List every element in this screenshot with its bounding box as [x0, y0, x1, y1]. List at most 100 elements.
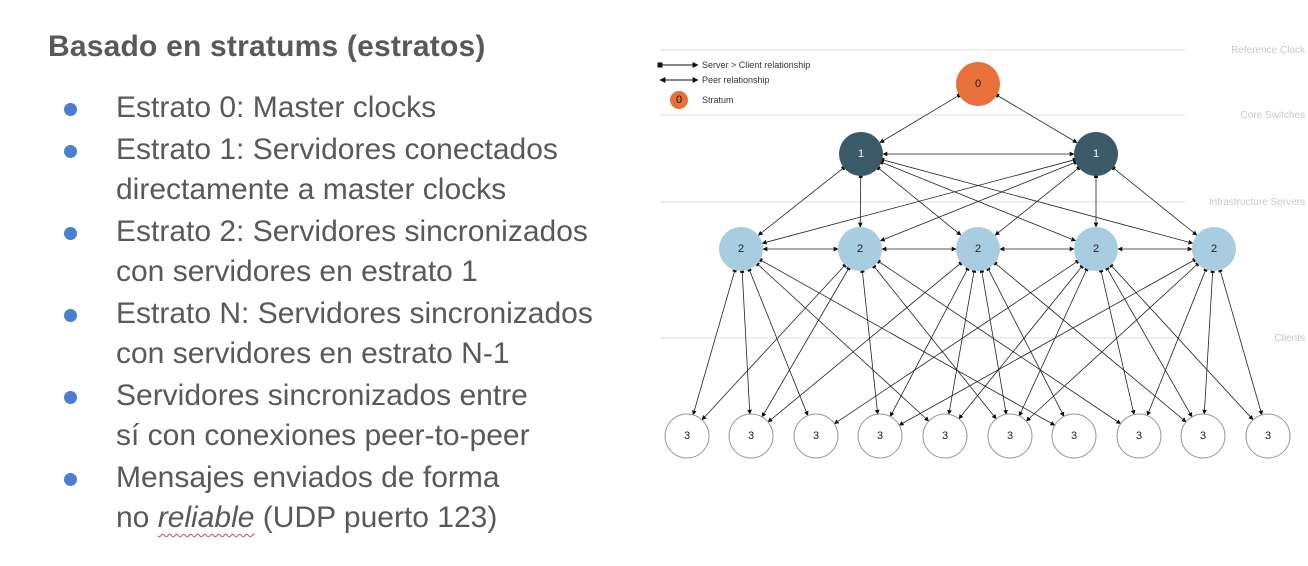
bullet-line: directamente a master clocks [116, 173, 507, 206]
bullet-item: Estrato 0: Master clocks [62, 88, 662, 129]
layer-label: Infrastructure Servers [1209, 197, 1305, 208]
bullet-dot-icon [64, 226, 77, 240]
stratum-0-node: 0 [956, 62, 1000, 106]
server-client-link [879, 92, 962, 144]
stratum-3-node: 3 [857, 413, 903, 459]
stratum-3-node: 3 [1245, 413, 1291, 459]
server-client-link [754, 261, 930, 422]
bullet-dot-icon [64, 144, 77, 158]
stratum-1-node-label: 1 [858, 148, 864, 160]
stratum-3-node-circle [728, 413, 774, 459]
slide-title: Basado en stratums (estratos) [48, 30, 486, 63]
bullet-text-suffix: (UDP puerto 123) [254, 501, 498, 534]
stratum-3-node-circle [664, 413, 710, 459]
server-client-link [761, 265, 852, 418]
server-client-link [757, 257, 1056, 426]
layer-label: Core Switches [1241, 110, 1305, 121]
bullet-item: Estrato N: Servidores sincronizados con … [62, 294, 662, 375]
stratum-2-node-label: 2 [738, 243, 744, 255]
bullet-item: Estrato 2: Servidores sincronizados con … [62, 212, 662, 293]
stratum-2-node-label: 2 [857, 243, 863, 255]
server-client-link [875, 258, 1122, 425]
stratum-3-node-label: 3 [1265, 430, 1271, 442]
stratum-3-node: 3 [664, 413, 710, 459]
server-client-link [994, 92, 1078, 144]
stratum-3-node-label: 3 [1007, 430, 1013, 442]
stratum-3-node: 3 [1180, 413, 1226, 459]
layer-label: Clients [1274, 333, 1305, 344]
server-client-link [994, 164, 1082, 236]
bullet-line: no reliable (UDP puerto 123) [116, 498, 662, 539]
legend-server-client-label: Server > Client relationship [702, 60, 810, 70]
stratum-3-node: 3 [987, 413, 1033, 459]
stratum-3-node-circle [1245, 413, 1291, 459]
bullet-item: Servidores sincronizados entre sí con co… [62, 376, 662, 457]
legend-stratum-label: Stratum [702, 95, 734, 105]
stratum-3-node-circle [987, 413, 1033, 459]
stratum-1-node: 1 [1074, 132, 1118, 176]
stratum-1-node-circle [839, 132, 883, 176]
bullet-text-emphasis: reliable [157, 501, 255, 534]
stratum-2-node: 2 [956, 227, 1000, 271]
stratum-2-node-circle [719, 227, 763, 271]
stratum-3-node-circle [1116, 413, 1162, 459]
stratum-3-node-circle [1051, 413, 1097, 459]
stratum-3-node-circle [793, 413, 839, 459]
bullet-line: sí con conexiones peer-to-peer [116, 419, 530, 452]
server-client-link [833, 258, 1081, 425]
server-client-link [1146, 266, 1209, 417]
bullet-dot-icon [64, 103, 77, 116]
bullet-dot-icon [64, 308, 77, 322]
stratum-3-node-label: 3 [942, 430, 948, 442]
bullet-item: Mensajes enviados de forma no reliable (… [62, 458, 662, 539]
layer-label: Reference Clock [1231, 45, 1306, 56]
server-client-link [1108, 262, 1254, 421]
bullet-line: Estrato N: Servidores sincronizados [116, 296, 593, 330]
stratum-1-node-label: 1 [1093, 148, 1099, 160]
bullet-line: Estrato 1: Servidores conectados [116, 132, 558, 166]
legend-peer-label: Peer relationship [702, 75, 770, 85]
server-client-link [857, 173, 863, 228]
stratum-2-node-label: 2 [1093, 243, 1099, 255]
server-client-link [947, 268, 977, 415]
server-client-link [898, 257, 1198, 426]
stratum-1-node: 1 [839, 132, 883, 176]
server-client-link [1110, 164, 1198, 236]
stratum-2-node-circle [1074, 227, 1118, 271]
stratum-3-node-circle [1180, 413, 1226, 459]
server-client-link [958, 263, 1085, 420]
bullet-line: Servidores sincronizados entre [116, 378, 528, 412]
server-client-link [746, 266, 809, 417]
stratum-3-node: 3 [728, 413, 774, 459]
stratum-3-node: 3 [1051, 413, 1097, 459]
bullet-dot-icon [64, 472, 77, 486]
stratum-0-node-circle [956, 62, 1000, 106]
server-client-link [1202, 268, 1215, 415]
stratum-2-node: 2 [719, 227, 763, 271]
server-client-link [979, 268, 1008, 415]
stratum-3-node-label: 3 [1200, 430, 1206, 442]
bullet-text-prefix: no [116, 501, 158, 534]
server-client-link [1098, 268, 1136, 416]
server-client-link [691, 267, 738, 416]
stratum-3-node-label: 3 [748, 430, 754, 442]
bullet-line: con servidores en estrato N-1 [116, 337, 510, 370]
stratum-3-node: 3 [1116, 413, 1162, 459]
stratum-2-node-circle [956, 227, 1000, 271]
stratum-2-node: 2 [1192, 227, 1236, 271]
server-client-link [740, 268, 752, 415]
server-client-link [992, 260, 1187, 423]
stratum-3-node: 3 [922, 413, 968, 459]
bullet-item: Estrato 1: Servidores conectados directa… [62, 130, 662, 211]
server-client-link [767, 260, 964, 423]
bullet-line: Mensajes enviados de forma [116, 460, 500, 494]
server-client-link [1104, 265, 1193, 418]
stratum-2-node: 2 [1074, 227, 1118, 271]
legend-stratum-swatch [670, 91, 688, 109]
stratum-3-node-label: 3 [1136, 430, 1142, 442]
stratum-3-node-label: 3 [684, 430, 690, 442]
bullet-list: Estrato 0: Master clocks Estrato 1: Serv… [62, 88, 662, 540]
